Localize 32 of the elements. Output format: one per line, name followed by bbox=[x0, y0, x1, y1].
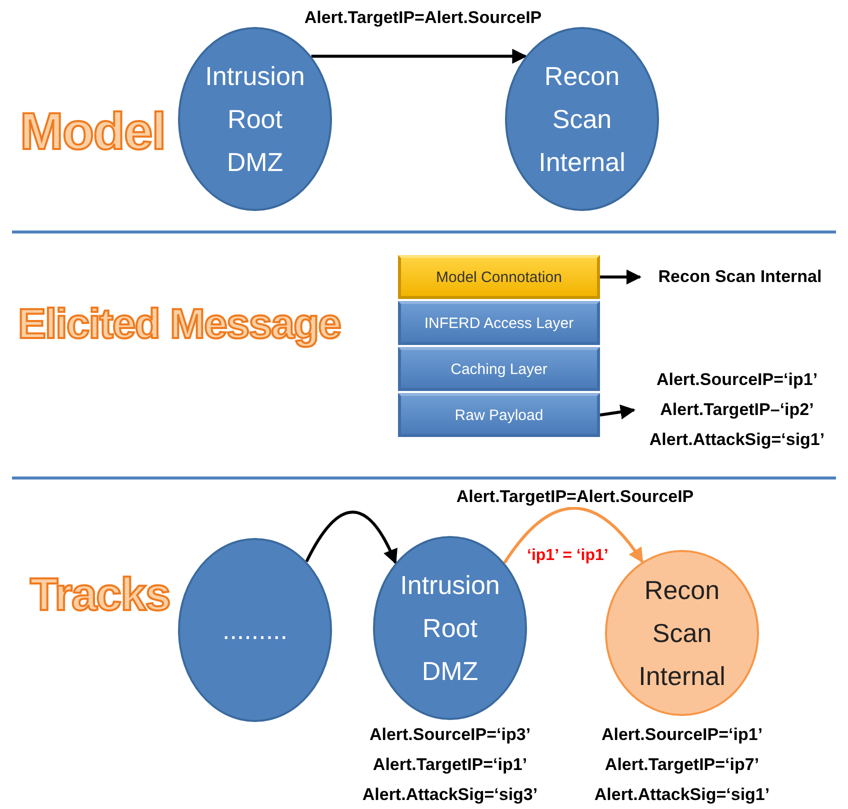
alert-text: Alert.SourceIP=‘ip1’ bbox=[656, 369, 818, 391]
arrow bbox=[600, 404, 636, 420]
alert-text: Alert.AttackSig=‘sig1’ bbox=[649, 429, 825, 451]
arrow bbox=[311, 48, 528, 64]
alert-text: Recon Scan Internal bbox=[658, 266, 822, 288]
node-label: Caching Layer bbox=[450, 360, 548, 378]
arrow bbox=[600, 270, 642, 284]
alert-text: Alert.SourceIP=‘ip3’ bbox=[369, 725, 531, 744]
section-heading: Model bbox=[20, 102, 166, 162]
match-label: ‘ip1’ = ‘ip1’ bbox=[527, 547, 608, 565]
section-heading: Tracks bbox=[30, 567, 170, 621]
section-heading: Elicited Message bbox=[18, 300, 340, 348]
node-label: Model Connotation bbox=[436, 268, 562, 286]
layer-bar bbox=[398, 393, 600, 437]
node-label: ......... bbox=[222, 614, 288, 646]
alert-text: Alert.TargetIP–‘ip2’ bbox=[660, 399, 814, 421]
alert-text: Alert.AttackSig=‘sig1’ bbox=[594, 785, 770, 804]
layer-bar bbox=[398, 347, 600, 391]
arrow bbox=[305, 510, 397, 564]
arrow bbox=[503, 506, 644, 564]
alert-text: Alert.TargetIP=‘ip7’ bbox=[604, 755, 760, 774]
layer-bar bbox=[398, 255, 600, 299]
node-label: Raw Payload bbox=[454, 406, 544, 424]
alert-text: Alert.SourceIP=‘ip1’ bbox=[601, 725, 763, 744]
node-label: Recon Scan Internal bbox=[638, 574, 726, 692]
node-label: Intrusion Root DMZ bbox=[205, 60, 305, 178]
node-label: Intrusion Root DMZ bbox=[400, 568, 500, 688]
alert-text: Alert.TargetIP=‘ip1’ bbox=[372, 755, 528, 774]
node-label: Recon Scan Internal bbox=[538, 60, 626, 178]
alert-text: Alert.AttackSig=‘sig3’ bbox=[362, 785, 538, 804]
node-label: INFERD Access Layer bbox=[424, 314, 574, 332]
layer-bar bbox=[398, 301, 600, 345]
